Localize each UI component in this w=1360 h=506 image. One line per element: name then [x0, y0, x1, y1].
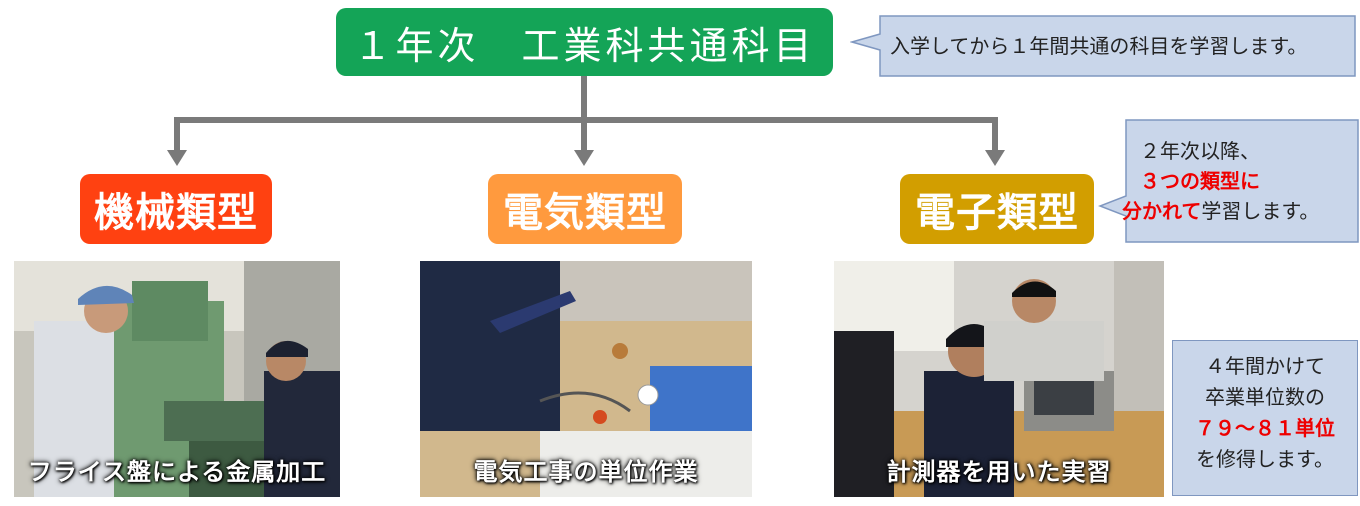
- connector-trunk: [581, 76, 587, 120]
- connector-center: [581, 117, 587, 153]
- callout-types-bubble: [1098, 119, 1359, 243]
- arrowhead-right: [985, 150, 1005, 166]
- connector-right: [992, 117, 998, 153]
- photo-milling: フライス盤による金属加工: [14, 261, 340, 497]
- category-mechanical-label: 機械類型: [94, 190, 258, 236]
- category-electrical: 電気類型: [488, 174, 682, 244]
- arrowhead-left: [167, 150, 187, 166]
- photo-electronics: 計測器を用いた実習: [834, 261, 1164, 497]
- photo-electrical-image: [420, 261, 752, 497]
- photo-milling-caption: フライス盤による金属加工: [27, 458, 327, 486]
- callout-types-line1: ２年次以降、: [1140, 139, 1260, 163]
- connector-left: [174, 117, 180, 153]
- callout-first-year-text: 入学してから１年間共通の科目を学習します。: [890, 34, 1308, 58]
- category-electronics-label: 電子類型: [915, 190, 1079, 236]
- category-electrical-label: 電気類型: [503, 190, 667, 236]
- callout-types-line3-rest: 学習します。: [1201, 199, 1320, 223]
- arrowhead-center: [574, 150, 594, 166]
- callout-types-line3-red: 分かれて: [1122, 199, 1202, 223]
- callout-types-line2: ３つの類型に: [1140, 169, 1260, 193]
- callout-credits-line3: ７９～８１単位: [1195, 416, 1335, 440]
- photo-electrical: 電気工事の単位作業: [420, 261, 752, 497]
- photo-electrical-caption: 電気工事の単位作業: [473, 458, 699, 486]
- callout-credits-line4: を修得します。: [1196, 447, 1334, 471]
- callout-credits: ４年間かけて 卒業単位数の ７９～８１単位 を修得します。: [1172, 340, 1358, 496]
- photo-milling-image: [14, 261, 340, 497]
- category-mechanical: 機械類型: [80, 174, 272, 244]
- first-year-common-label: １年次 工業科共通科目: [353, 23, 816, 68]
- first-year-common-box: １年次 工業科共通科目: [336, 8, 833, 76]
- callout-types-text: ２年次以降、 ３つの類型に 分かれて学習します。: [1122, 136, 1356, 226]
- callout-credits-line1: ４年間かけて: [1205, 354, 1325, 378]
- callout-first-year-bubble: [850, 15, 1356, 77]
- category-electronics: 電子類型: [900, 174, 1094, 244]
- photo-electronics-image: [834, 261, 1164, 497]
- photo-electronics-caption: 計測器を用いた実習: [886, 458, 1112, 486]
- callout-credits-line2: 卒業単位数の: [1205, 385, 1325, 409]
